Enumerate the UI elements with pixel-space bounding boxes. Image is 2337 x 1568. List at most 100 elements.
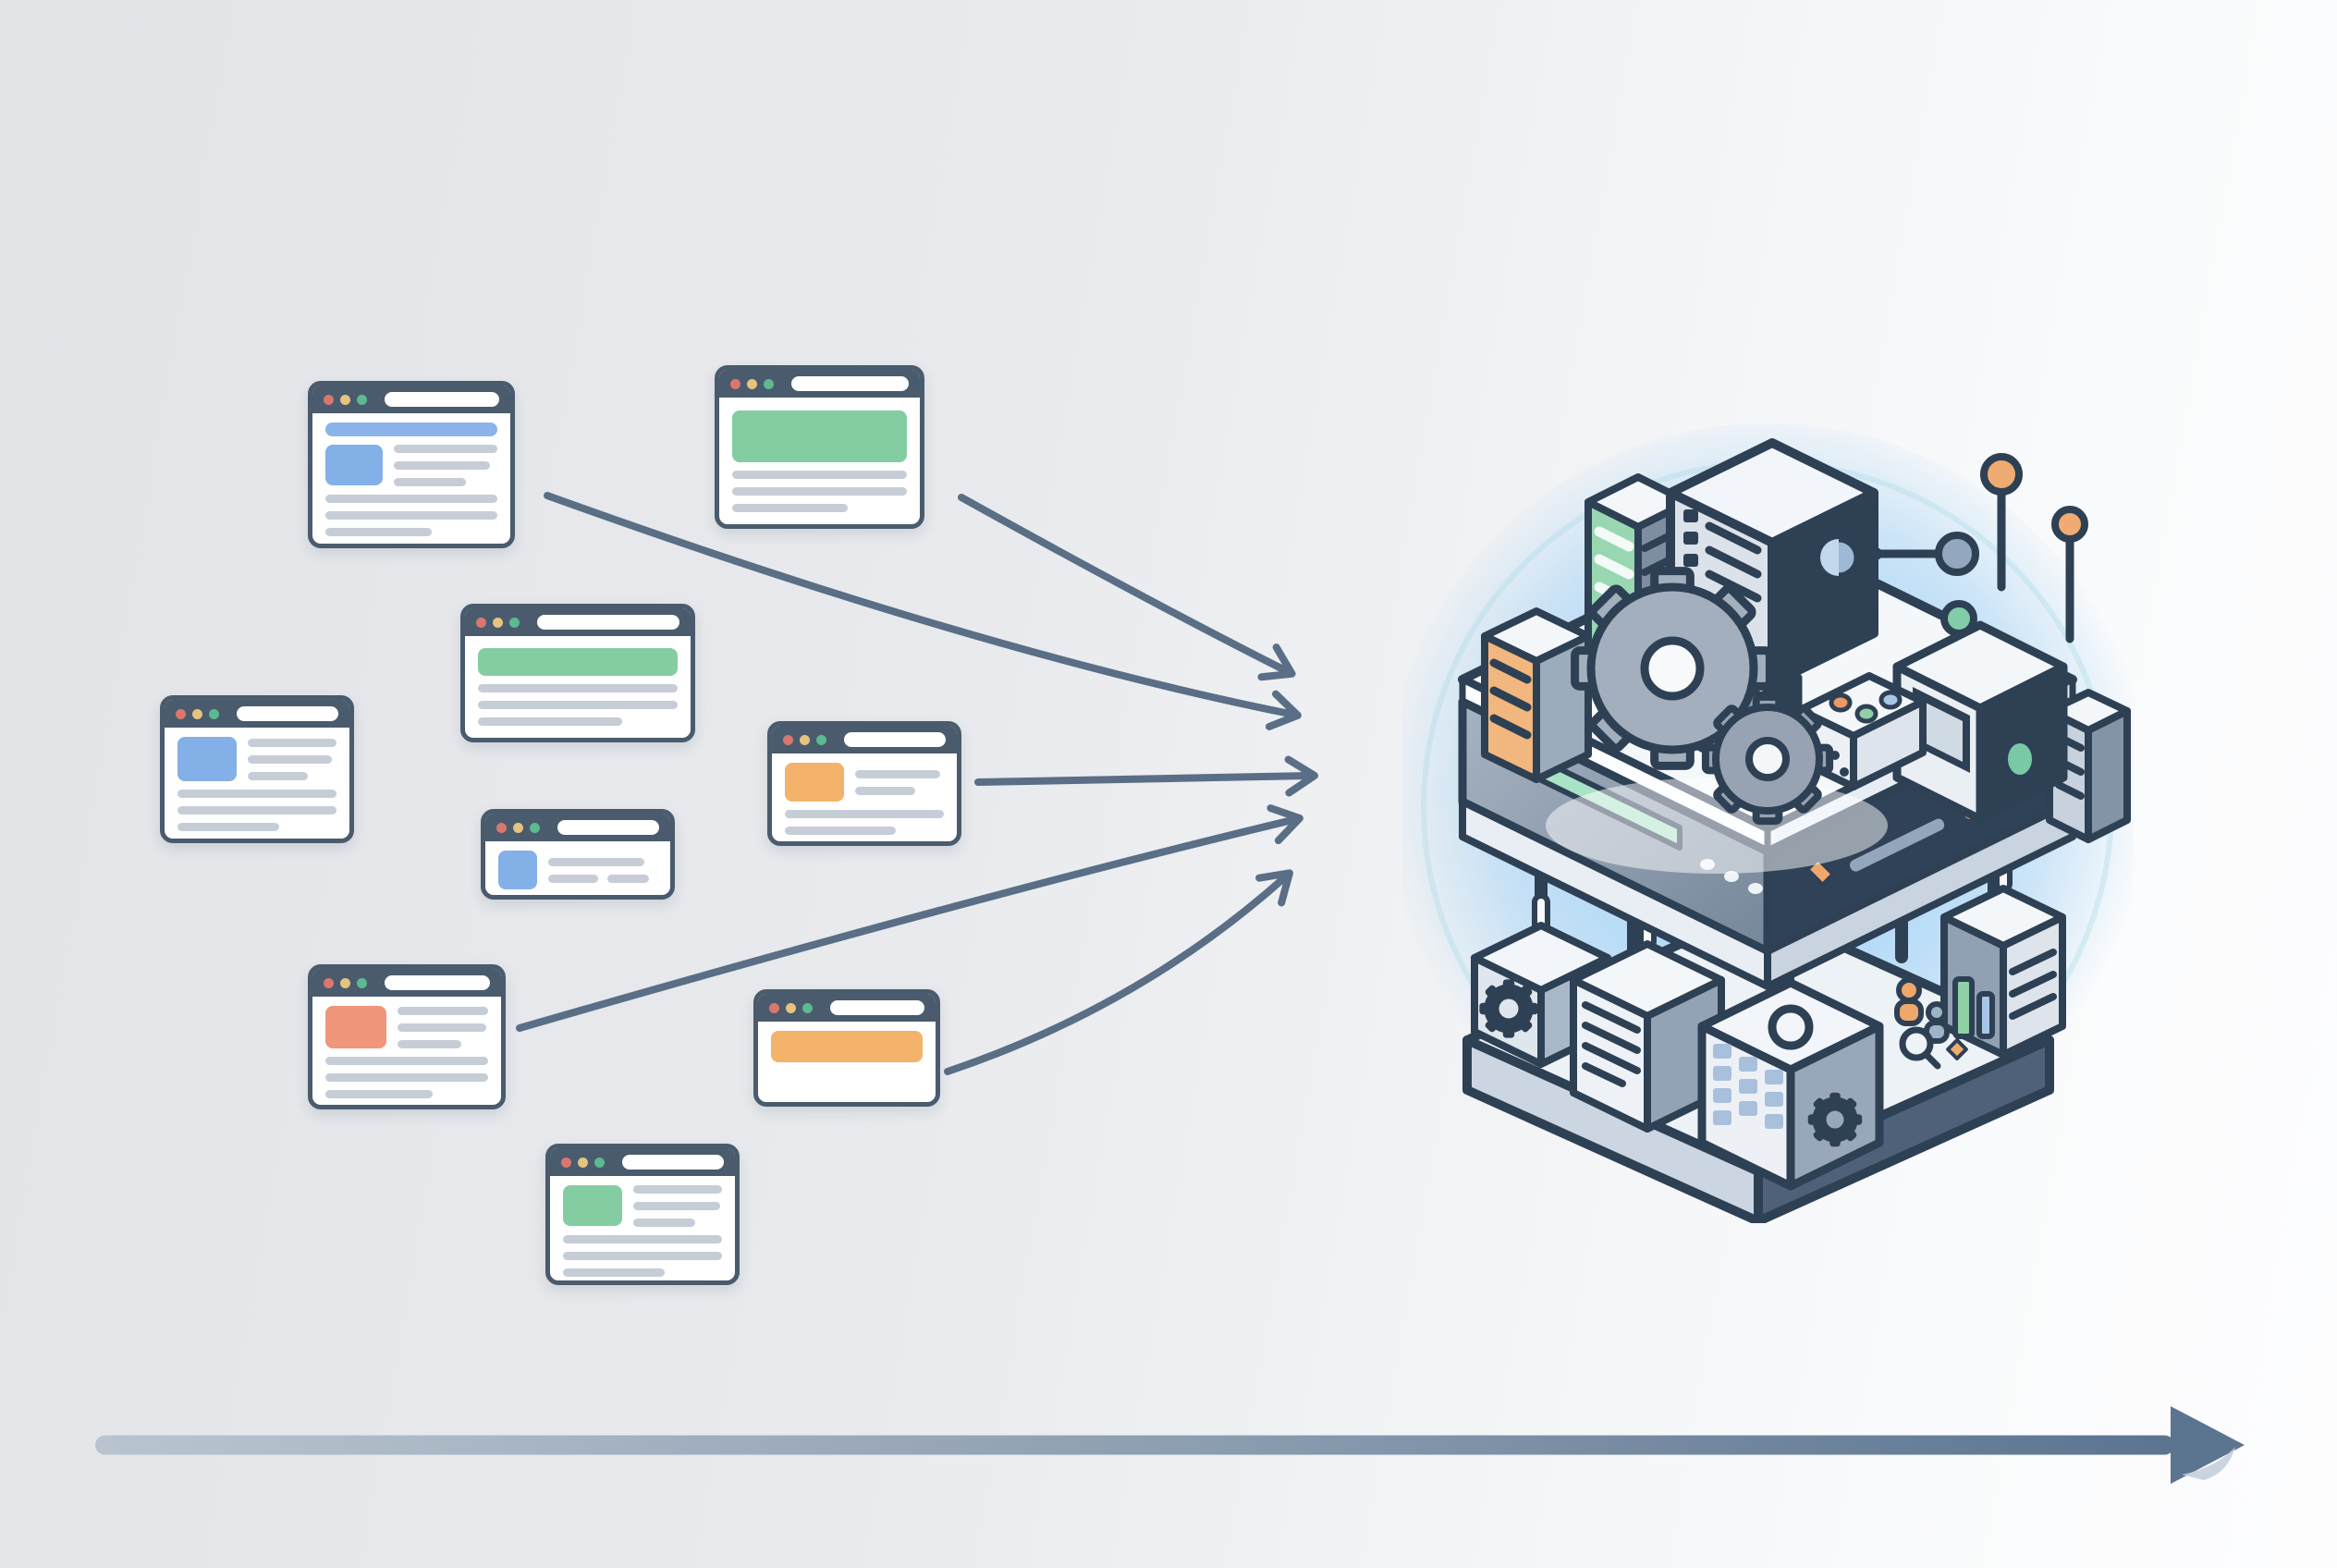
window-titlebar (465, 608, 691, 636)
window-titlebar (758, 994, 936, 1022)
table-row (771, 1087, 923, 1096)
text-line (394, 461, 491, 470)
page-content (758, 1022, 936, 1102)
page-content (550, 1176, 735, 1280)
traffic-light-red-icon (561, 1157, 571, 1168)
text-line (325, 528, 433, 536)
media-text (398, 1006, 488, 1048)
person-icon (1896, 977, 1922, 1003)
content-image (325, 445, 383, 485)
traffic-light-green-icon (209, 708, 219, 719)
text-line (478, 701, 678, 709)
text-line (563, 1252, 722, 1260)
traffic-light-red-icon (176, 708, 186, 719)
text-line (563, 1235, 722, 1243)
url-bar (237, 706, 338, 721)
url-bar (385, 392, 499, 407)
browser-card-7 (308, 964, 506, 1109)
gear-cube (1471, 893, 1611, 1068)
person-icon (1926, 1001, 1948, 1023)
timeline-arrow (95, 1406, 2245, 1484)
content-banner (732, 410, 907, 462)
node-ball (2051, 506, 2088, 543)
url-bar (537, 615, 679, 630)
url-bar (830, 1000, 924, 1015)
flow-arrow-1 (958, 494, 1296, 681)
traffic-light-red-icon (324, 977, 334, 988)
text-line (478, 717, 622, 726)
window-titlebar (312, 386, 510, 413)
text-line (325, 1090, 434, 1098)
text-line (855, 786, 916, 795)
text-line (785, 827, 897, 835)
user-figures (1894, 976, 1995, 1070)
content-image (325, 1006, 386, 1048)
traffic-light-green-icon (530, 822, 540, 833)
media-row (498, 851, 657, 889)
ai-platform-illustration (1402, 423, 2133, 1223)
table-row (771, 1071, 923, 1079)
browser-card-4 (160, 695, 354, 843)
flow-arrow-5 (944, 869, 1293, 1075)
text-line (633, 1219, 696, 1227)
browser-card-5 (481, 809, 675, 900)
media-text (394, 445, 497, 486)
text-line (732, 503, 848, 512)
pin-icon (1768, 1004, 1814, 1050)
url-bar (557, 820, 659, 835)
url-bar (844, 732, 946, 747)
traffic-light-green-icon (594, 1157, 605, 1168)
traffic-light-red-icon (769, 1002, 779, 1013)
text-line (325, 511, 497, 520)
content-image (498, 851, 537, 889)
flow-arrow-3 (974, 755, 1318, 797)
traffic-light-green-icon (357, 977, 367, 988)
content-image (785, 763, 844, 802)
document-lines-icon (1582, 1001, 1641, 1087)
orange-module (1481, 607, 1592, 783)
media-text (855, 763, 944, 802)
traffic-light-red-icon (324, 394, 334, 405)
magnifier-icon (1899, 1026, 1934, 1061)
browser-card-2 (715, 365, 924, 529)
text-line (398, 1006, 488, 1015)
arrowhead-highlight (2182, 1447, 2235, 1480)
media-row (325, 445, 497, 486)
text-line (177, 823, 280, 831)
text-line (563, 1268, 666, 1277)
traffic-light-yellow-icon (493, 617, 503, 628)
media-text (248, 737, 336, 781)
gear-icon (1807, 1092, 1863, 1147)
data-grid-icon (1713, 1044, 1783, 1129)
text-line (394, 478, 467, 486)
traffic-light-green-icon (816, 734, 826, 745)
traffic-light-yellow-icon (340, 977, 350, 988)
traffic-light-red-icon (476, 617, 486, 628)
text-line (325, 1073, 488, 1082)
node-ball (1935, 532, 1979, 576)
page-content (312, 413, 510, 544)
gear-icon (1479, 979, 1538, 1038)
window-titlebar (312, 969, 501, 997)
timeline-bar (95, 1435, 2174, 1455)
media-text (633, 1185, 722, 1227)
browser-card-3 (460, 604, 695, 742)
media-text (548, 851, 657, 889)
text-line (248, 738, 336, 747)
text-line-split (548, 874, 657, 883)
page-content (465, 636, 691, 738)
text-line (177, 790, 336, 798)
traffic-light-green-icon (764, 378, 774, 389)
text-line (394, 445, 497, 453)
traffic-light-red-icon (783, 734, 793, 745)
traffic-light-yellow-icon (747, 378, 757, 389)
window-titlebar (485, 814, 670, 841)
grid-cube (1697, 946, 1884, 1191)
media-row (177, 737, 336, 781)
gear-large-icon (1571, 567, 1774, 770)
traffic-light-yellow-icon (513, 822, 523, 833)
text-line (607, 874, 650, 883)
text-line (398, 1039, 461, 1048)
media-row (785, 763, 944, 802)
